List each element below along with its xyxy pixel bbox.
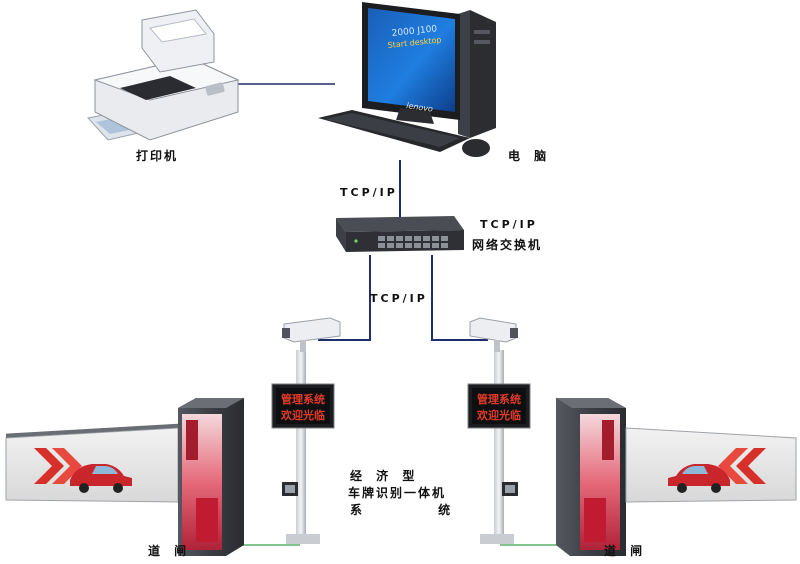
system-label-line3: 系 统 — [350, 503, 487, 517]
left-camera-pole: 管理系统 欢迎光临 — [271, 317, 341, 544]
left-barrier-arm — [5, 423, 179, 503]
switch-right-camera-link — [431, 255, 488, 341]
system-label-line1: 经 济 型 — [350, 469, 420, 483]
left-gate — [178, 398, 244, 556]
right-gate-label: 道 闸 — [604, 544, 648, 558]
switch-camera-link-label: TCP/IP — [370, 292, 428, 305]
right-barrier-arm — [625, 427, 797, 503]
connection-lines — [232, 83, 568, 546]
computer-switch-link-label: TCP/IP — [340, 186, 398, 199]
right-gate — [556, 398, 626, 556]
computer-label: 电 脑 — [508, 149, 552, 163]
switch-label-line2: 网络交换机 — [472, 238, 543, 252]
switch-left-camera-link — [318, 255, 371, 341]
screen-text-1: 2000 J100 — [391, 24, 438, 39]
left-display-line2: 欢迎光临 — [280, 408, 325, 422]
right-display-line2: 欢迎光临 — [476, 408, 521, 422]
right-display-line1: 管理系统 — [477, 392, 521, 406]
switch-label-line1: TCP/IP — [480, 218, 538, 231]
right-camera-pole: 管理系统 欢迎光临 — [467, 317, 531, 544]
network-switch-icon — [336, 216, 464, 252]
printer-label: 打印机 — [136, 149, 179, 163]
computer-icon: 2000 J100 Start desktop lenovo — [318, 2, 496, 157]
left-gate-label: 道 闸 — [148, 544, 192, 558]
printer-icon — [87, 9, 240, 141]
system-label-line2: 车牌识别一体机 — [348, 486, 447, 500]
left-display-line1: 管理系统 — [281, 392, 325, 406]
